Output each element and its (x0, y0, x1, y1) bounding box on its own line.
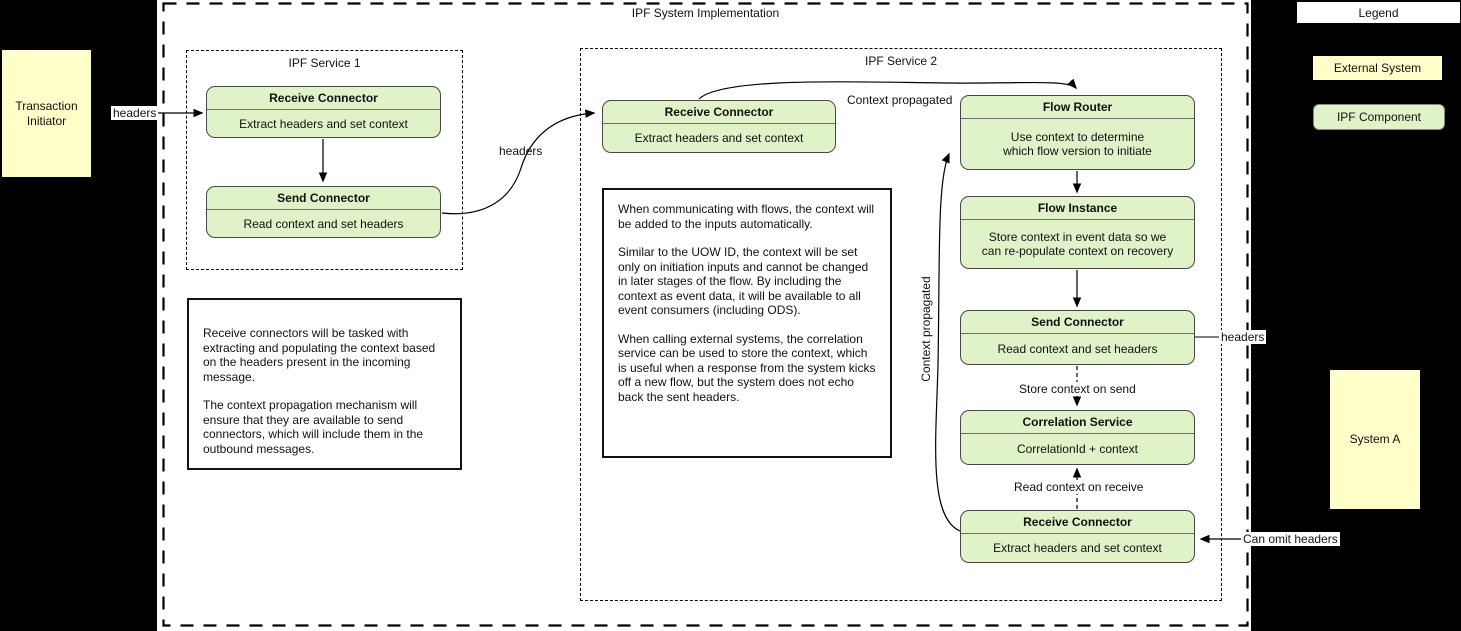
node-flow-instance: Flow Instance Store context in event dat… (960, 196, 1195, 269)
node-title: Send Connector (207, 187, 440, 210)
node-title: Receive Connector (603, 101, 835, 124)
note-paragraph: When calling external systems, the corre… (618, 331, 876, 404)
node-body: Use context to determine which flow vers… (1003, 130, 1152, 158)
legend-item-external-system: External System (1313, 56, 1442, 80)
node-body: Read context and set headers (997, 342, 1158, 356)
node-correlation-service: Correlation Service CorrelationId + cont… (960, 410, 1195, 465)
node-body: Store context in event data so we can re… (981, 230, 1174, 258)
legend-title-box: Legend (1296, 1, 1461, 24)
edge-label-headers-in: headers (111, 106, 159, 120)
group-title: IPF Service 1 (288, 56, 361, 70)
node-label: System A (1349, 432, 1401, 446)
node-title: Receive Connector (961, 511, 1194, 534)
legend-title: Legend (1358, 5, 1399, 20)
edge-label-headers-link: headers (499, 144, 543, 158)
group-title: IPF Service 2 (864, 54, 938, 68)
legend-item-label: External System (1333, 61, 1422, 75)
node-transaction-initiator: Transaction Initiator (2, 50, 91, 177)
node-body: Read context and set headers (243, 216, 404, 231)
node-system-a: System A (1330, 370, 1420, 509)
edge-label-headers-out: headers (1219, 330, 1267, 344)
edge-label-read-context: Read context on receive (1012, 480, 1146, 494)
node-label: Transaction Initiator (15, 98, 78, 128)
node-title: Flow Router (961, 96, 1194, 119)
node-body: Extract headers and set context (239, 116, 408, 131)
node-title: Flow Instance (961, 197, 1194, 220)
legend-item-ipf-component: IPF Component (1313, 104, 1445, 130)
note-paragraph: Receive connectors will be tasked with e… (203, 326, 436, 384)
node-body: Extract headers and set context (634, 131, 804, 145)
node-title: Send Connector (961, 311, 1194, 334)
node-receive-connector-3: Receive Connector Extract headers and se… (960, 510, 1195, 563)
node-send-connector-2: Send Connector Read context and set head… (960, 310, 1195, 365)
edge-label-context-propagated-loop: Context propagated (919, 276, 933, 382)
node-body: CorrelationId + context (1016, 442, 1139, 456)
node-receive-connector-1: Receive Connector Extract headers and se… (206, 86, 441, 138)
note-context-flows: When communicating with flows, the conte… (602, 188, 892, 458)
node-title: Correlation Service (961, 411, 1194, 434)
note-paragraph: Similar to the UOW ID, the context will … (618, 245, 869, 317)
node-title: Receive Connector (207, 87, 440, 110)
note-paragraph: The context propagation mechanism will e… (203, 398, 424, 456)
node-body: Extract headers and set context (993, 541, 1162, 555)
note-receive-connectors: Receive connectors will be tasked with e… (187, 298, 462, 470)
node-send-connector-1: Send Connector Read context and set head… (206, 186, 441, 238)
node-flow-router: Flow Router Use context to determine whi… (960, 95, 1195, 170)
node-receive-connector-2: Receive Connector Extract headers and se… (602, 100, 836, 153)
edge-label-can-omit-headers: Can omit headers (1241, 532, 1340, 546)
diagram-title: IPF System Implementation (631, 6, 780, 20)
note-paragraph: When communicating with flows, the conte… (618, 202, 875, 231)
legend-item-label: IPF Component (1336, 110, 1422, 124)
edge-label-store-context: Store context on send (1017, 382, 1138, 396)
edge-label-context-propagated-top: Context propagated (847, 93, 953, 107)
